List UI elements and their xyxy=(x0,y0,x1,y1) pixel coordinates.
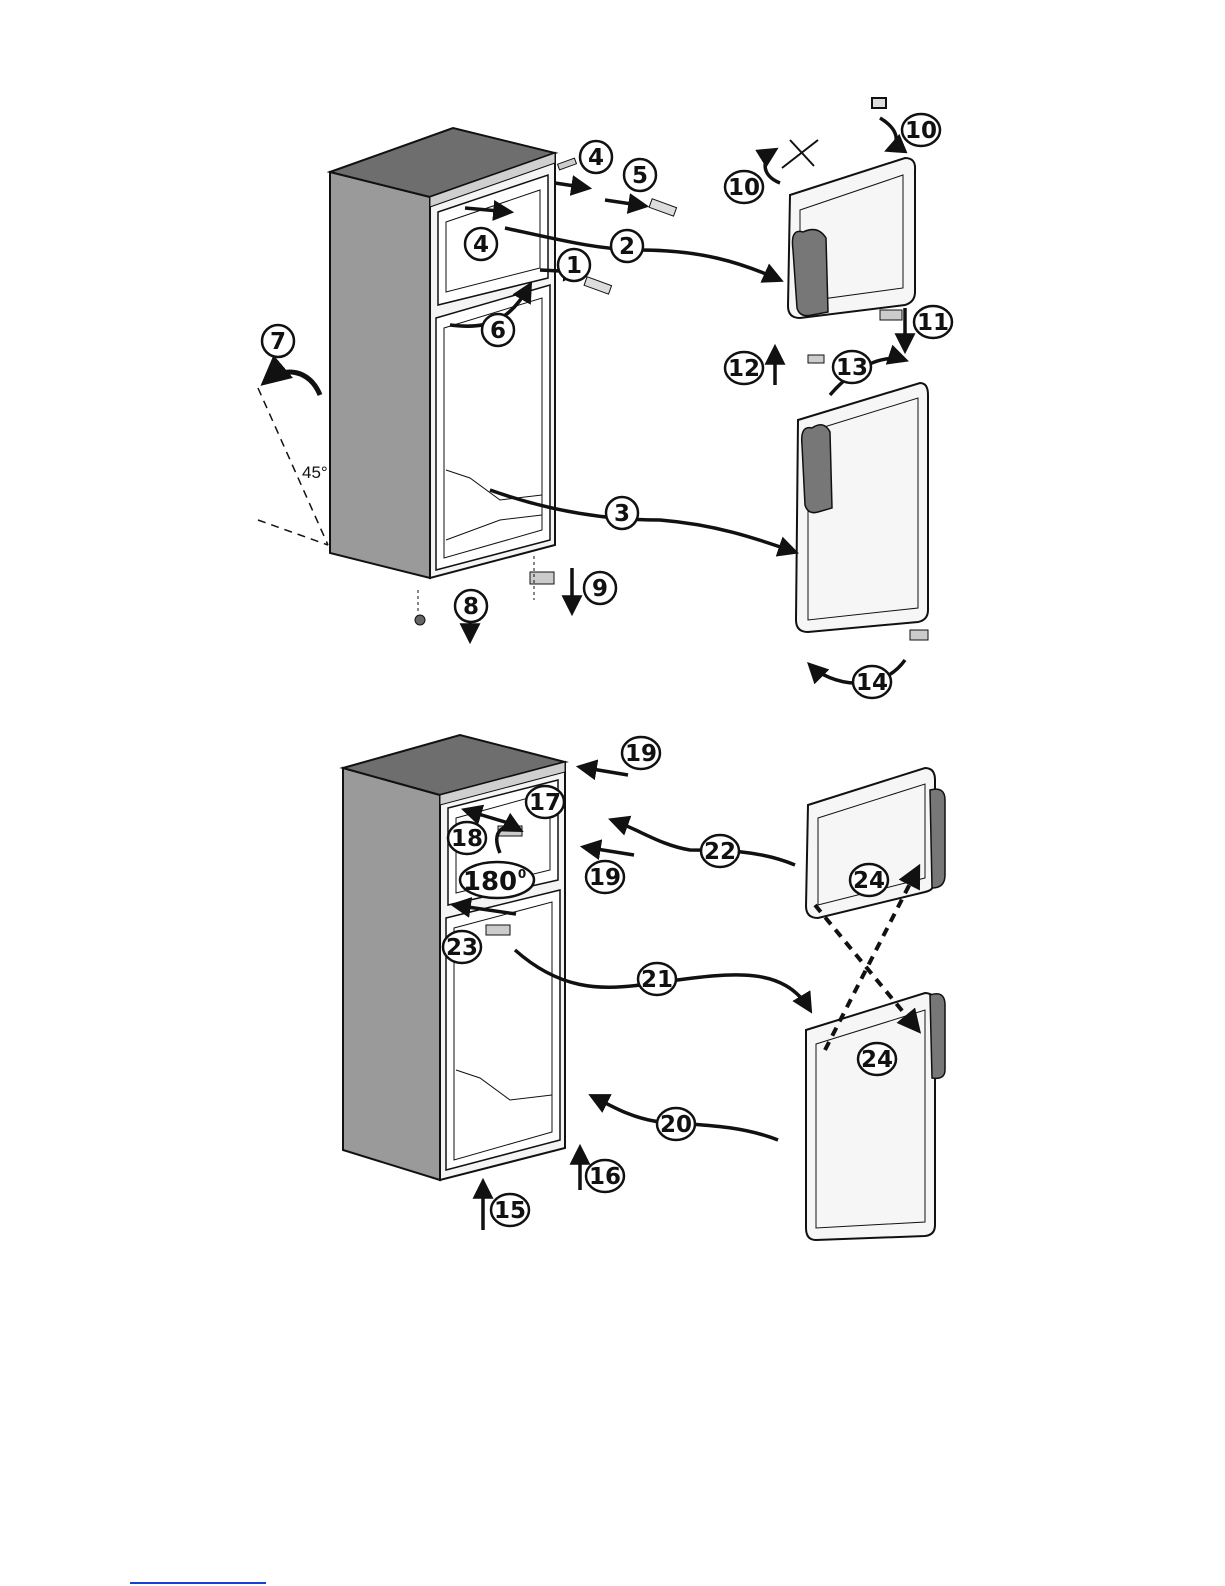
svg-text:24: 24 xyxy=(861,1047,893,1073)
callout-17: 17 xyxy=(526,786,564,818)
callout-19b: 19 xyxy=(586,861,624,893)
callout-14: 14 xyxy=(853,666,891,698)
svg-text:17: 17 xyxy=(529,790,561,816)
callout-18: 18 xyxy=(448,822,486,854)
footer-link-underline xyxy=(130,1582,266,1584)
svg-text:22: 22 xyxy=(704,839,736,865)
callout-8: 8 xyxy=(455,590,487,622)
callout-20: 20 xyxy=(657,1108,695,1140)
svg-text:1: 1 xyxy=(566,253,582,279)
callout-2: 2 xyxy=(611,230,643,262)
svg-text:6: 6 xyxy=(490,318,506,344)
callout-15: 15 xyxy=(491,1194,529,1226)
svg-text:19: 19 xyxy=(589,865,621,891)
callout-5: 5 xyxy=(624,159,656,191)
callout-9: 9 xyxy=(584,572,616,604)
svg-text:10: 10 xyxy=(905,118,937,144)
angle-label: 45° xyxy=(302,463,328,482)
svg-text:21: 21 xyxy=(641,967,673,993)
tilt-indicator: 45° xyxy=(258,372,328,545)
svg-text:7: 7 xyxy=(270,329,286,355)
prohibited-icon xyxy=(782,98,886,168)
rotation-label-180: 180 0 xyxy=(460,862,534,898)
freezer-door-top xyxy=(788,158,915,318)
svg-text:11: 11 xyxy=(917,310,949,336)
svg-text:24: 24 xyxy=(853,868,885,894)
svg-text:2: 2 xyxy=(619,234,635,260)
callout-7: 7 xyxy=(262,325,294,357)
svg-text:4: 4 xyxy=(473,232,489,258)
callout-19a: 19 xyxy=(622,737,660,769)
svg-text:0: 0 xyxy=(518,867,526,881)
callout-4a: 4 xyxy=(580,141,612,173)
svg-text:16: 16 xyxy=(589,1164,621,1190)
svg-text:8: 8 xyxy=(463,594,479,620)
callout-21: 21 xyxy=(638,963,676,995)
svg-text:13: 13 xyxy=(836,355,868,381)
svg-text:14: 14 xyxy=(856,670,888,696)
callout-3: 3 xyxy=(606,497,638,529)
callout-4b: 4 xyxy=(465,228,497,260)
callout-22: 22 xyxy=(701,835,739,867)
callout-13: 13 xyxy=(833,351,871,383)
callout-24a: 24 xyxy=(850,864,888,896)
fridge-cabinet-top xyxy=(330,128,555,578)
svg-text:15: 15 xyxy=(494,1198,526,1224)
svg-text:20: 20 xyxy=(660,1112,692,1138)
svg-text:4: 4 xyxy=(588,145,604,171)
callout-24b: 24 xyxy=(858,1043,896,1075)
callout-10a: 10 xyxy=(725,171,763,203)
fridge-door-bottom xyxy=(806,993,945,1240)
svg-text:9: 9 xyxy=(592,576,608,602)
callout-12: 12 xyxy=(725,352,763,384)
callout-6: 6 xyxy=(482,314,514,346)
svg-text:12: 12 xyxy=(728,356,760,382)
fridge-door-top xyxy=(796,383,928,632)
svg-text:19: 19 xyxy=(625,741,657,767)
svg-text:10: 10 xyxy=(728,175,760,201)
callout-1: 1 xyxy=(558,249,590,281)
callout-10b: 10 xyxy=(902,114,940,146)
svg-text:18: 18 xyxy=(451,826,483,852)
callout-16: 16 xyxy=(586,1160,624,1192)
callout-11: 11 xyxy=(914,306,952,338)
callout-23: 23 xyxy=(443,931,481,963)
svg-text:3: 3 xyxy=(614,501,630,527)
svg-text:23: 23 xyxy=(446,935,478,961)
svg-text:180: 180 xyxy=(463,867,517,897)
svg-text:5: 5 xyxy=(632,163,648,189)
